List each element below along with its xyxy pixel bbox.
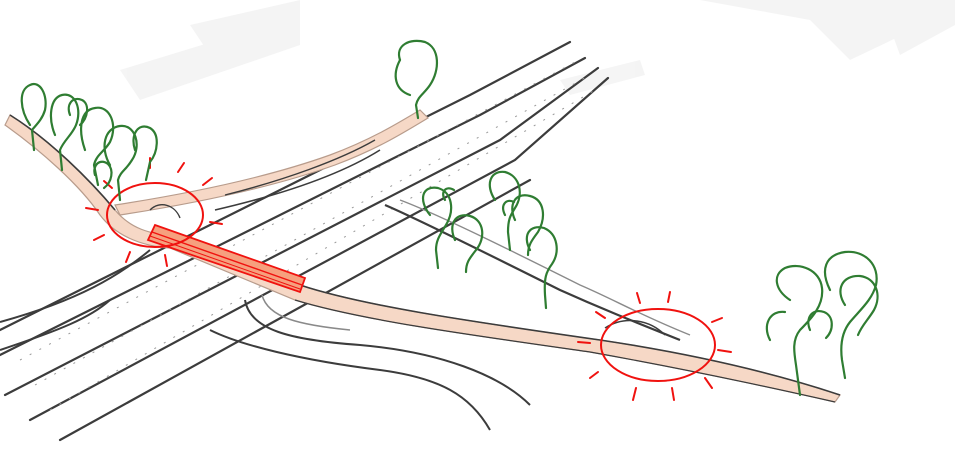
motorway [0, 42, 608, 440]
service-road-left [0, 250, 150, 350]
tree-cluster-right [767, 252, 878, 395]
cycle-path [5, 110, 840, 402]
off-ramp-inner [400, 200, 690, 335]
tree-top [396, 41, 437, 118]
